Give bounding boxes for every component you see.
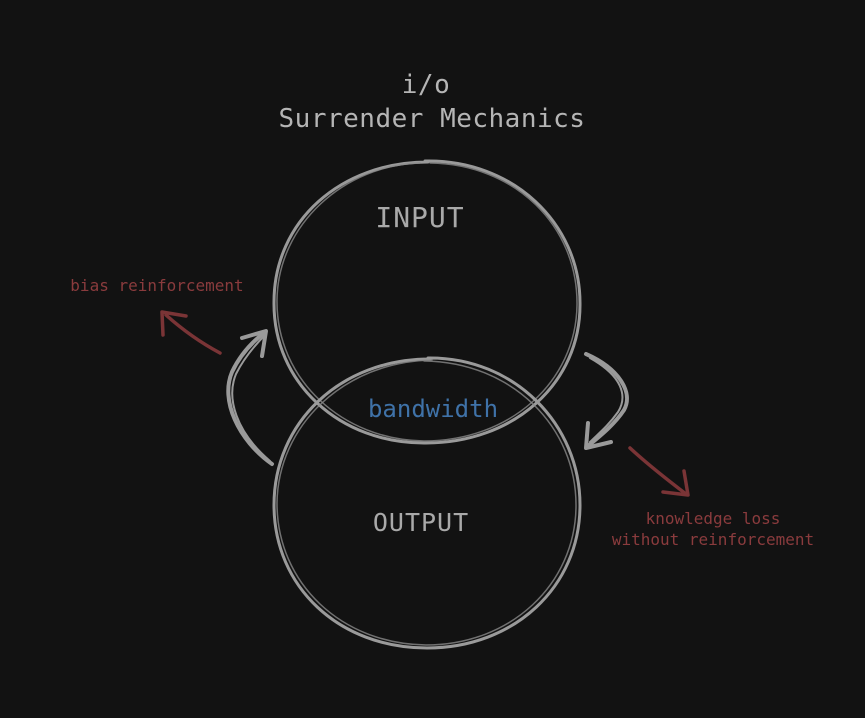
knowledge-loss-arrow — [628, 446, 690, 497]
output-circle — [272, 356, 582, 650]
output-label: OUTPUT — [373, 508, 469, 537]
diagram-title-line1: i/o — [402, 70, 450, 100]
right-feedback-arrow — [584, 352, 629, 450]
bandwidth-label: bandwidth — [368, 395, 498, 423]
knowledge-loss-label-line1: knowledge loss — [646, 509, 781, 528]
bias-reinforcement-label: bias reinforcement — [70, 276, 243, 295]
knowledge-loss-label-line2: without reinforcement — [612, 530, 814, 549]
bias-arrow — [160, 310, 222, 355]
left-feedback-arrow — [226, 329, 274, 466]
input-label: INPUT — [375, 201, 464, 234]
diagram-title-line2: Surrender Mechanics — [279, 104, 586, 134]
input-circle — [272, 159, 582, 445]
